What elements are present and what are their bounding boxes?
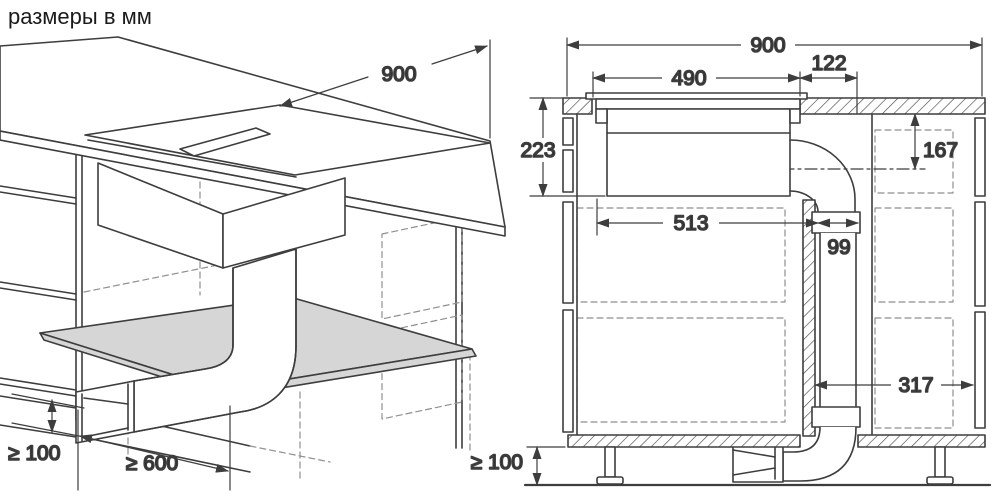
dim-inner-width [596, 198, 819, 236]
dim-cutout [592, 66, 801, 98]
section-cabinet-bottom [567, 434, 986, 448]
dim-hob-width [279, 39, 491, 139]
hob-body-box [97, 162, 346, 269]
dim-duct-clearance-label: 317 [898, 374, 933, 397]
section-hidden-drawers [576, 129, 954, 429]
section-duct-grille [732, 442, 784, 483]
dim-plinth-left-label: ≥ 100 [8, 442, 60, 465]
dim-duct-clearance [814, 373, 974, 397]
dim-plinth-right-label: ≥ 100 [471, 451, 523, 474]
dim-depth [77, 405, 231, 491]
section-upper-elbow [789, 139, 856, 213]
section-view: 900 490 122 223 167 [470, 33, 992, 487]
page-title: размеры в мм [8, 4, 152, 29]
dim-hob-depth [517, 97, 606, 197]
hob-surface [84, 104, 491, 178]
dim-plinth-right [526, 446, 566, 486]
left-cabinet-drawers [0, 185, 77, 438]
perspective-view: 900 ≥ 100 ≥ 600 [0, 36, 506, 491]
dim-center-drop-label: 167 [923, 139, 958, 162]
vent-slot-icon [179, 127, 271, 157]
dim-duct-offset-label: 122 [811, 52, 846, 75]
dim-duct-width [817, 218, 859, 258]
cabinet-legs [596, 446, 954, 485]
exhaust-duct [133, 248, 297, 433]
dim-inner-width-label: 513 [673, 212, 708, 235]
cabinet-back-panel [802, 199, 816, 437]
dim-total-width [566, 33, 983, 97]
section-hob [585, 92, 808, 197]
dim-total-width-label: 900 [750, 34, 785, 57]
duct-grille [75, 380, 135, 444]
dim-duct-offset [799, 71, 858, 115]
dim-cutout-label: 490 [671, 67, 706, 90]
dim-depth-label: ≥ 600 [126, 452, 178, 475]
dim-duct-width-label: 99 [827, 236, 850, 259]
dim-hob-width-label: 900 [381, 63, 416, 86]
dim-hob-depth-label: 223 [520, 139, 555, 162]
dim-plinth-left [11, 393, 85, 438]
